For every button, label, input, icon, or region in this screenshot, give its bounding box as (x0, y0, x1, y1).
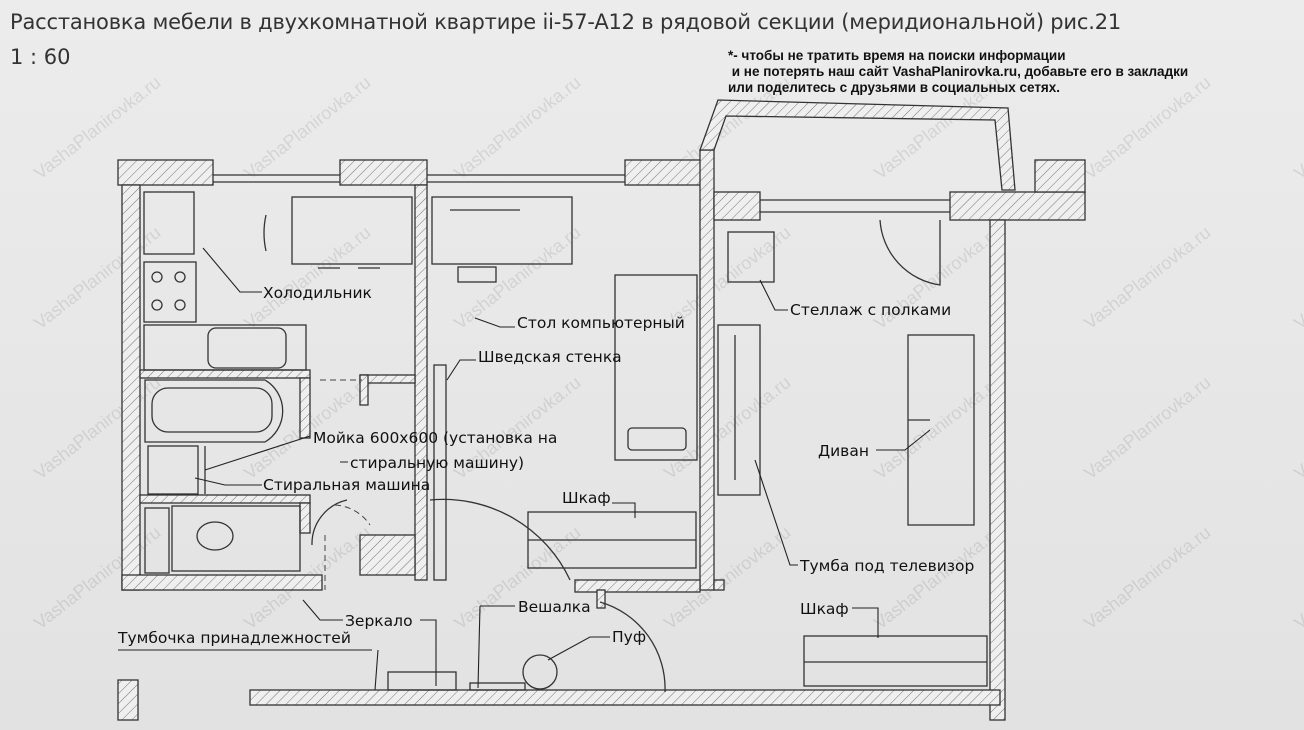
bookmark-note: *- чтобы не тратить время на поиски инфо… (728, 48, 1188, 96)
label-wardrobe-1: Шкаф (562, 489, 611, 507)
leader-lines (118, 247, 931, 691)
label-computer-desk: Стол компьютерный (517, 314, 685, 332)
label-mirror: Зеркало (345, 612, 413, 630)
watermark-text: VashaPlanirovka.ru (1080, 372, 1214, 483)
label-shelving: Стеллаж с полками (790, 301, 951, 319)
label-sink-line-2: стиральную машину) (350, 454, 524, 472)
label-fridge: Холодильник (263, 284, 372, 302)
label-wall-bars: Шведская стенка (478, 348, 622, 366)
label-tv-stand: Тумба под телевизор (799, 557, 974, 575)
watermark-text: VashaPlanirovka.ru (450, 522, 584, 633)
watermark-text: VashaPlanirovka.ru (870, 372, 1004, 483)
watermark-text: VashaPlanirovka.ru (1080, 522, 1214, 633)
watermark-text: VashaPlanirovka.ru (1290, 522, 1304, 633)
note-line-1: *- чтобы не тратить время на поиски инфо… (728, 48, 1066, 63)
labels: Холодильник Стол компьютерный Шведская с… (117, 284, 974, 647)
label-washing-machine: Стиральная машина (263, 476, 430, 494)
watermark-text: VashaPlanirovka.ru (660, 522, 794, 633)
furniture (143, 191, 988, 693)
watermark-text: VashaPlanirovka.ru (1290, 372, 1304, 483)
watermark-text: VashaPlanirovka.ru (870, 72, 1004, 183)
walls (117, 99, 1086, 721)
watermark-text: VashaPlanirovka.ru (450, 72, 584, 183)
watermark-text: VashaPlanirovka.ru (30, 372, 164, 483)
watermark-text: VashaPlanirovka.ru (1080, 222, 1214, 333)
watermark-text: VashaPlanirovka.ru (1290, 72, 1304, 183)
label-accessories-cabinet: Тумбочка принадлежностей (117, 629, 351, 647)
label-sink-line-1: Мойка 600х600 (установка на (313, 429, 557, 447)
note-line-2: и не потерять наш сайт VashaPlanirovka.r… (728, 64, 1189, 79)
label-sofa: Диван (818, 442, 869, 460)
watermark-text: VashaPlanirovka.ru (240, 222, 374, 333)
page-title: Расстановка мебели в двухкомнатной кварт… (10, 10, 1122, 34)
watermark-text: VashaPlanirovka.ru (1080, 72, 1214, 183)
label-wardrobe-2: Шкаф (800, 600, 849, 618)
watermark-text: VashaPlanirovka.ru (870, 522, 1004, 633)
note-line-3: или поделитесь с друзьями в социальных с… (728, 80, 1061, 95)
scale-label: 1 : 60 (10, 45, 71, 69)
label-hanger: Вешалка (518, 598, 591, 616)
label-pouf: Пуф (612, 628, 646, 646)
watermark-text: VashaPlanirovka.ru (1290, 222, 1304, 333)
